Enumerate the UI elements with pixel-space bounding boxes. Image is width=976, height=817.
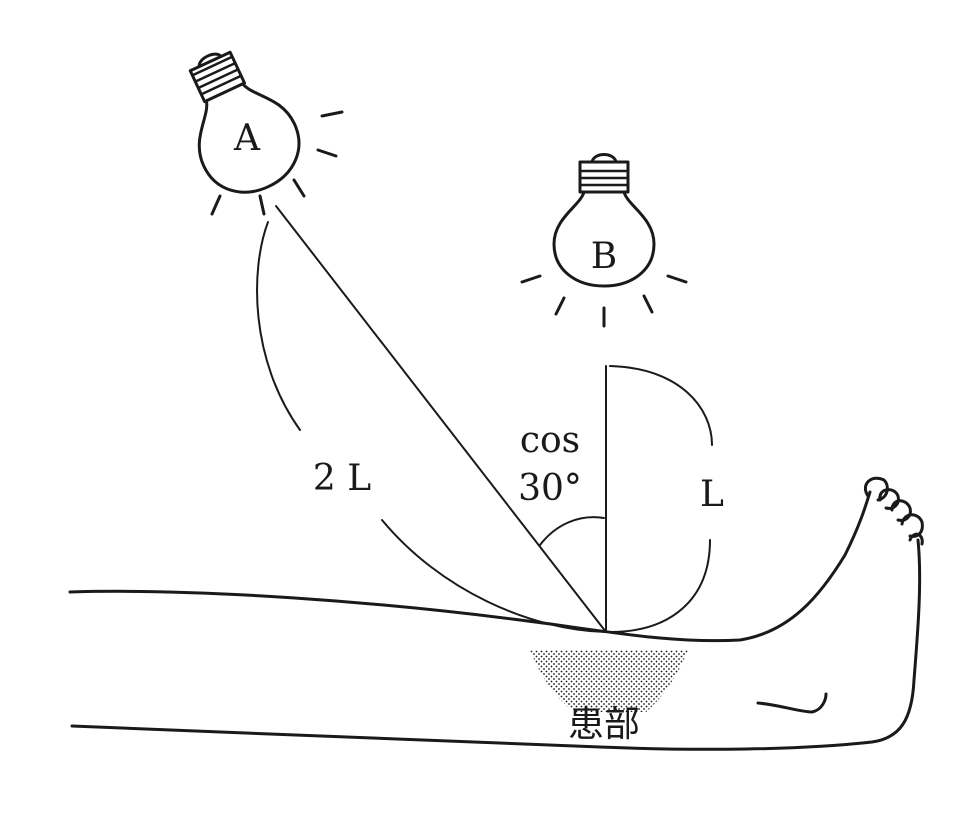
distance-brace-a-upper [256, 221, 301, 431]
distance-brace-b-upper [609, 365, 713, 446]
toe-3 [890, 499, 912, 522]
bulb-b-label: B [591, 236, 617, 277]
leg-upper-contour [68, 490, 872, 643]
distance-b-label: L [700, 474, 724, 515]
distance-brace-b-lower [609, 539, 711, 633]
ray-a-line [275, 205, 607, 633]
angle-arc [539, 516, 605, 546]
light-bulb-icon [188, 50, 301, 194]
angle-function-label: cos [520, 420, 580, 461]
ankle-crease [756, 692, 828, 714]
distance-brace-a-lower [381, 519, 607, 633]
affected-area-label: 患部 [568, 704, 640, 745]
bulb-a-glow-rays [210, 110, 344, 216]
toe-5 [908, 532, 924, 546]
distance-a-label: 2 L [313, 458, 371, 499]
leg [68, 476, 924, 751]
leg-lower-contour [70, 538, 922, 751]
toe-4 [900, 513, 924, 538]
toe-1 [863, 476, 889, 502]
toes [863, 476, 924, 546]
bulb-a-label: A [233, 118, 261, 159]
angle-value-label: 30° [518, 468, 582, 509]
light-bulb-icon [552, 153, 656, 288]
bulb-b-glow-rays [520, 274, 688, 328]
affected-area-shading [530, 650, 688, 712]
